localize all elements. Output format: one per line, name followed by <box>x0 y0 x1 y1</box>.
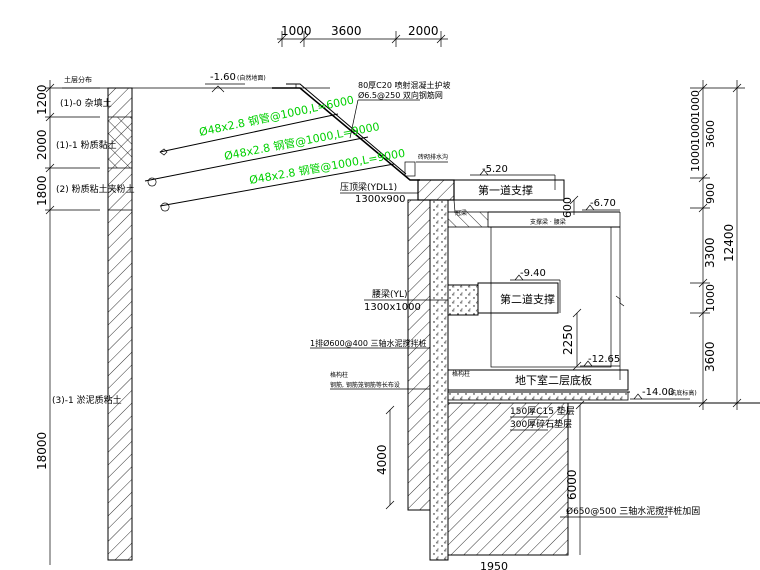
right-dim-900: 900 <box>704 183 717 204</box>
slope-section: -1.60 (自然地面) 80厚C20 喷射混凝土护坡 Ø6.5@250 双向钢… <box>144 72 451 212</box>
wale-size: 1300x1000 <box>364 302 421 313</box>
cut-dim: 1950 <box>480 560 508 570</box>
cushion-2: 300厚碎石垫层 <box>510 418 572 430</box>
toe-note: 砖砌排水沟 <box>418 153 448 161</box>
crown-beam-label: 压顶梁(YDL1) <box>340 181 397 193</box>
rebar-note: 钢筋, 钢筋笼钢筋等长布设 <box>330 381 400 389</box>
lattice-label: 格构柱 <box>452 370 470 378</box>
top-dim-1: 1000 <box>281 24 312 38</box>
left-dim-18000: 18000 <box>35 432 49 470</box>
top-elevation: -1.60 <box>210 72 236 83</box>
left-dim-1800: 1800 <box>35 175 49 206</box>
right-dimension-chain: 1000 1000 1000 3600 900 3300 1000 3600 1… <box>689 80 745 410</box>
top-box-label: 支撑梁 · 腰梁 <box>530 218 566 226</box>
layer-1-0: (1)-0 杂填土 <box>60 97 112 109</box>
elev-note: (坑底标高) <box>668 389 697 397</box>
facing-note-1: 80厚C20 喷射混凝土护坡 <box>358 80 451 90</box>
crown-beam-size: 1300x900 <box>355 194 405 205</box>
right-dim-3600a: 3600 <box>704 120 717 148</box>
supports: 第一道支撑 冠梁 支撑梁 · 腰梁 第二道支撑 地下室二层底板 格构柱 <box>447 179 629 391</box>
layer-1-1: (1)-1 粉质黏土 <box>56 139 117 151</box>
elev-6-70: -6.70 <box>590 198 616 209</box>
right-dim-3600b: 3600 <box>703 341 717 372</box>
ground-label: 土层分布 <box>64 75 92 84</box>
first-support-label: 第一道支撑 <box>478 183 533 197</box>
elev-5-20: -5.20 <box>482 164 508 175</box>
pile-note: 1排Ø600@400 三轴水泥搅拌桩 <box>310 338 426 348</box>
top-dim-2: 3600 <box>331 24 362 38</box>
right-dim-1000d: 1000 <box>704 284 717 312</box>
facing-note-2: Ø6.5@250 双向钢筋网 <box>358 90 443 100</box>
inner-dim-4000: 4000 <box>375 444 389 475</box>
base-reinforcement: 150厚C15 垫层 300厚碎石垫层 Ø650@500 三轴水泥搅拌桩加固 1… <box>447 391 760 570</box>
top-dimension-chain: 1000 3600 2000 <box>277 24 448 47</box>
reinforce-note: Ø650@500 三轴水泥搅拌桩加固 <box>566 505 700 517</box>
left-dim-2000: 2000 <box>35 129 49 160</box>
elev-14-00: -14.00 <box>642 387 674 398</box>
left-dim-1200: 1200 <box>35 84 49 115</box>
layer-3-1: (3)-1 淤泥质粘土 <box>52 394 122 406</box>
elev-12-65: -12.65 <box>588 354 620 365</box>
top-dim-3: 2000 <box>408 24 439 38</box>
layer-2: (2) 粉质粘土夹粉土 <box>56 183 135 195</box>
elev-9-40: -9.40 <box>520 268 546 279</box>
soil-column: 土层分布 (1)-0 杂填土 (1)-1 粉质黏土 (2) 粉质粘土夹粉土 (3… <box>52 75 330 561</box>
top-elevation-note: (自然地面) <box>237 74 266 82</box>
cushion-1: 150厚C15 垫层 <box>510 405 575 417</box>
wale-label: 腰梁(YL) <box>372 288 408 300</box>
right-dim-3300: 3300 <box>703 237 717 268</box>
second-support-label: 第二道支撑 <box>500 292 555 306</box>
floor-slab-label: 地下室二层底板 <box>515 373 592 387</box>
total-dim: 12400 <box>722 224 736 262</box>
retaining-wall: 压顶梁(YDL1) 1300x900 腰梁(YL) 1300x1000 1排Ø6… <box>310 179 479 561</box>
right-dim-1000c: 1000 <box>689 144 702 172</box>
left-dimension-chain: 1200 2000 1800 18000 <box>35 80 100 565</box>
lattice-column-note: 格构柱 <box>330 371 348 379</box>
inner-dim-600: 600 <box>561 197 574 218</box>
right-dim-1000b: 1000 <box>689 117 702 145</box>
inner-dim-2250: 2250 <box>561 324 575 355</box>
elevation-marks: -5.20 -6.70 -9.40 -12.65 -14.00 (坑底标高) <box>470 164 697 400</box>
right-dim-1000a: 1000 <box>689 90 702 118</box>
